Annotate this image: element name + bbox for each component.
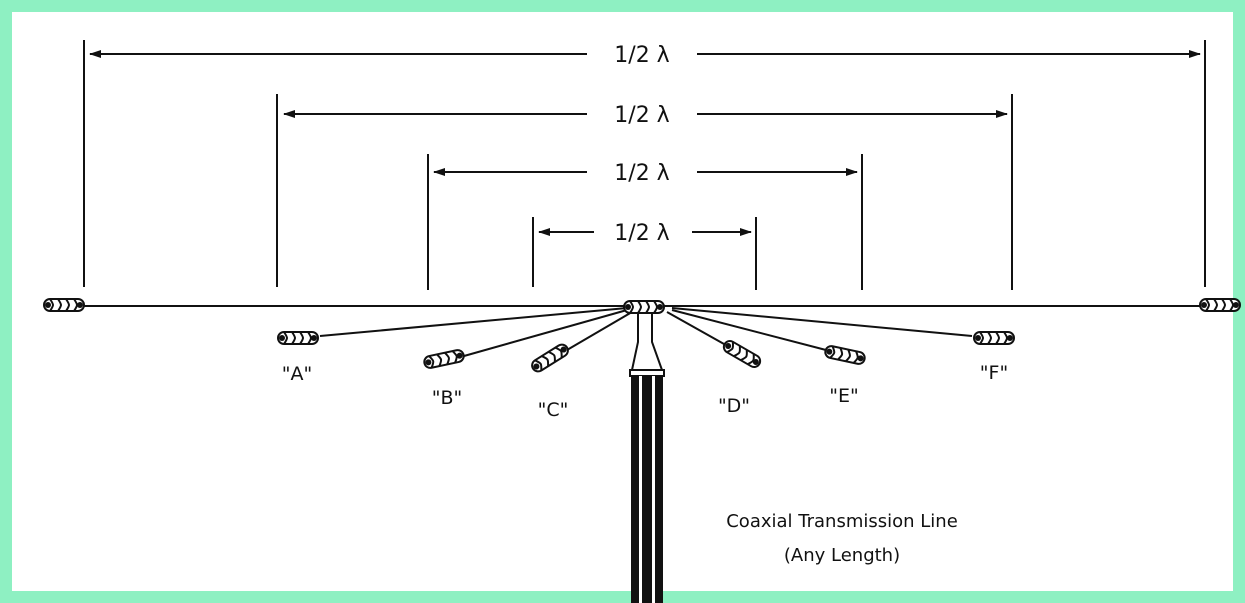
- insulator-c: [528, 341, 572, 375]
- end-insulator-right: [1199, 298, 1241, 312]
- dipole-antenna-diagram: 1/2 λ 1/2 λ 1/2 λ 1/2 λ "A" "B" "C" "D" …: [43, 40, 1241, 603]
- element-wire-a: [319, 307, 628, 337]
- coaxial-line: [629, 369, 665, 603]
- insulator-label-e: "E": [829, 385, 858, 407]
- feed-leads: [631, 314, 663, 371]
- element-wire-b: [463, 309, 628, 357]
- insulator-f: [973, 331, 1015, 345]
- insulator-label-c: "C": [538, 399, 569, 421]
- dimension-label-outer: 1/2 λ: [614, 43, 669, 68]
- element-wire-d: [666, 311, 725, 345]
- insulator-b: [422, 347, 466, 371]
- element-wire-e: [671, 309, 827, 351]
- dimension-label-inner: 1/2 λ: [614, 221, 669, 246]
- dimension-label-third: 1/2 λ: [614, 161, 669, 186]
- center-insulator: [623, 300, 665, 314]
- extension-lines: [83, 40, 1206, 290]
- insulator-e: [823, 343, 867, 367]
- insulator-label-a: "A": [282, 363, 312, 385]
- element-wires: [319, 307, 973, 357]
- element-wire-f: [671, 307, 973, 337]
- element-wire-c: [566, 311, 633, 351]
- insulator-label-b: "B": [432, 387, 463, 409]
- insulator-a: [277, 331, 319, 345]
- insulator-d: [720, 337, 764, 371]
- insulator-label-f: "F": [980, 362, 1008, 384]
- transmission-line-length-note: (Any Length): [784, 545, 900, 566]
- transmission-line-caption: Coaxial Transmission Line: [726, 511, 958, 532]
- insulator-label-d: "D": [718, 395, 750, 417]
- end-insulator-left: [43, 298, 85, 312]
- dimension-label-second: 1/2 λ: [614, 103, 669, 128]
